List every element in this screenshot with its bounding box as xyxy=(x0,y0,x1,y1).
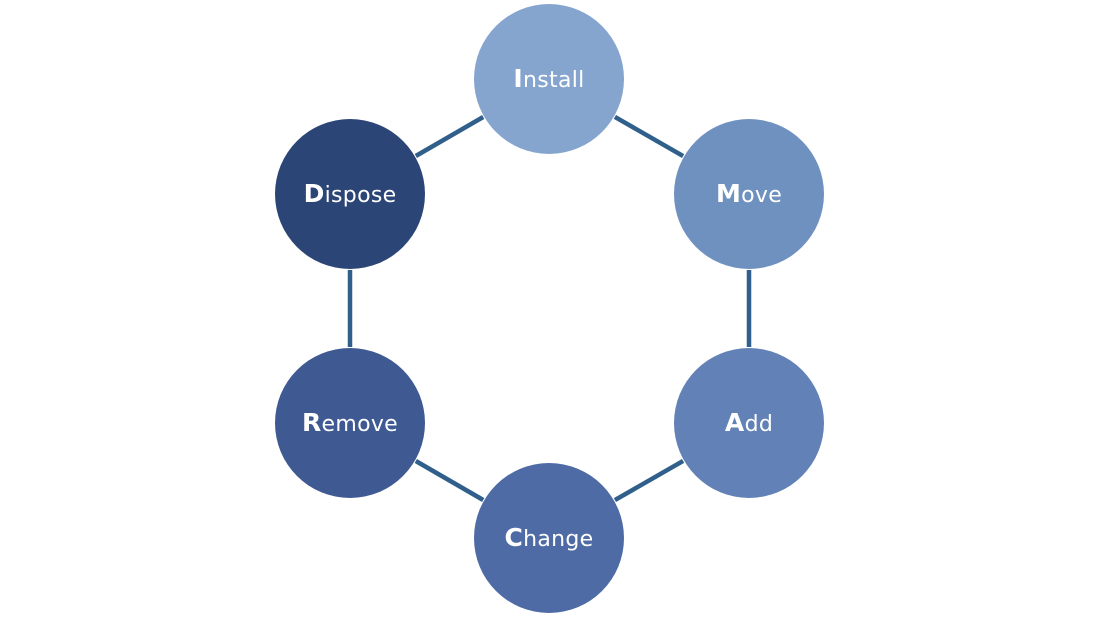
node-move: Move xyxy=(674,119,824,269)
node-label-initial: D xyxy=(304,179,325,208)
node-circle-install xyxy=(474,4,624,154)
node-label-initial: C xyxy=(504,523,523,552)
node-label-move: Move xyxy=(716,179,782,208)
node-label-dispose: Dispose xyxy=(304,179,397,208)
node-circle-move xyxy=(674,119,824,269)
node-circle-remove xyxy=(275,348,425,498)
connector-dispose-install xyxy=(414,115,485,158)
node-label-install: Install xyxy=(513,64,584,93)
connector-group xyxy=(347,114,752,503)
connector-add-change xyxy=(613,458,685,503)
node-label-initial: R xyxy=(302,408,322,437)
node-label-rest: emove xyxy=(322,412,398,437)
node-label-change: Change xyxy=(504,523,593,552)
node-add: Add xyxy=(674,348,824,498)
node-label-add: Add xyxy=(725,408,773,437)
node-change: Change xyxy=(474,463,624,613)
node-label-rest: ove xyxy=(741,183,782,208)
node-label-rest: dd xyxy=(745,412,774,437)
node-circle-dispose xyxy=(275,119,425,269)
node-label-remove: Remove xyxy=(302,408,398,437)
node-dispose: Dispose xyxy=(275,119,425,269)
node-label-rest: hange xyxy=(523,527,593,552)
node-circle-add xyxy=(674,348,824,498)
node-label-initial: A xyxy=(725,408,745,437)
node-remove: Remove xyxy=(275,348,425,498)
node-label-initial: M xyxy=(716,179,741,208)
node-label-initial: I xyxy=(513,64,523,93)
node-label-rest: nstall xyxy=(523,68,585,93)
connector-change-remove xyxy=(414,459,485,502)
node-circle-change xyxy=(474,463,624,613)
node-install: Install xyxy=(474,4,624,154)
connector-install-move xyxy=(613,114,685,159)
node-label-rest: ispose xyxy=(325,183,397,208)
